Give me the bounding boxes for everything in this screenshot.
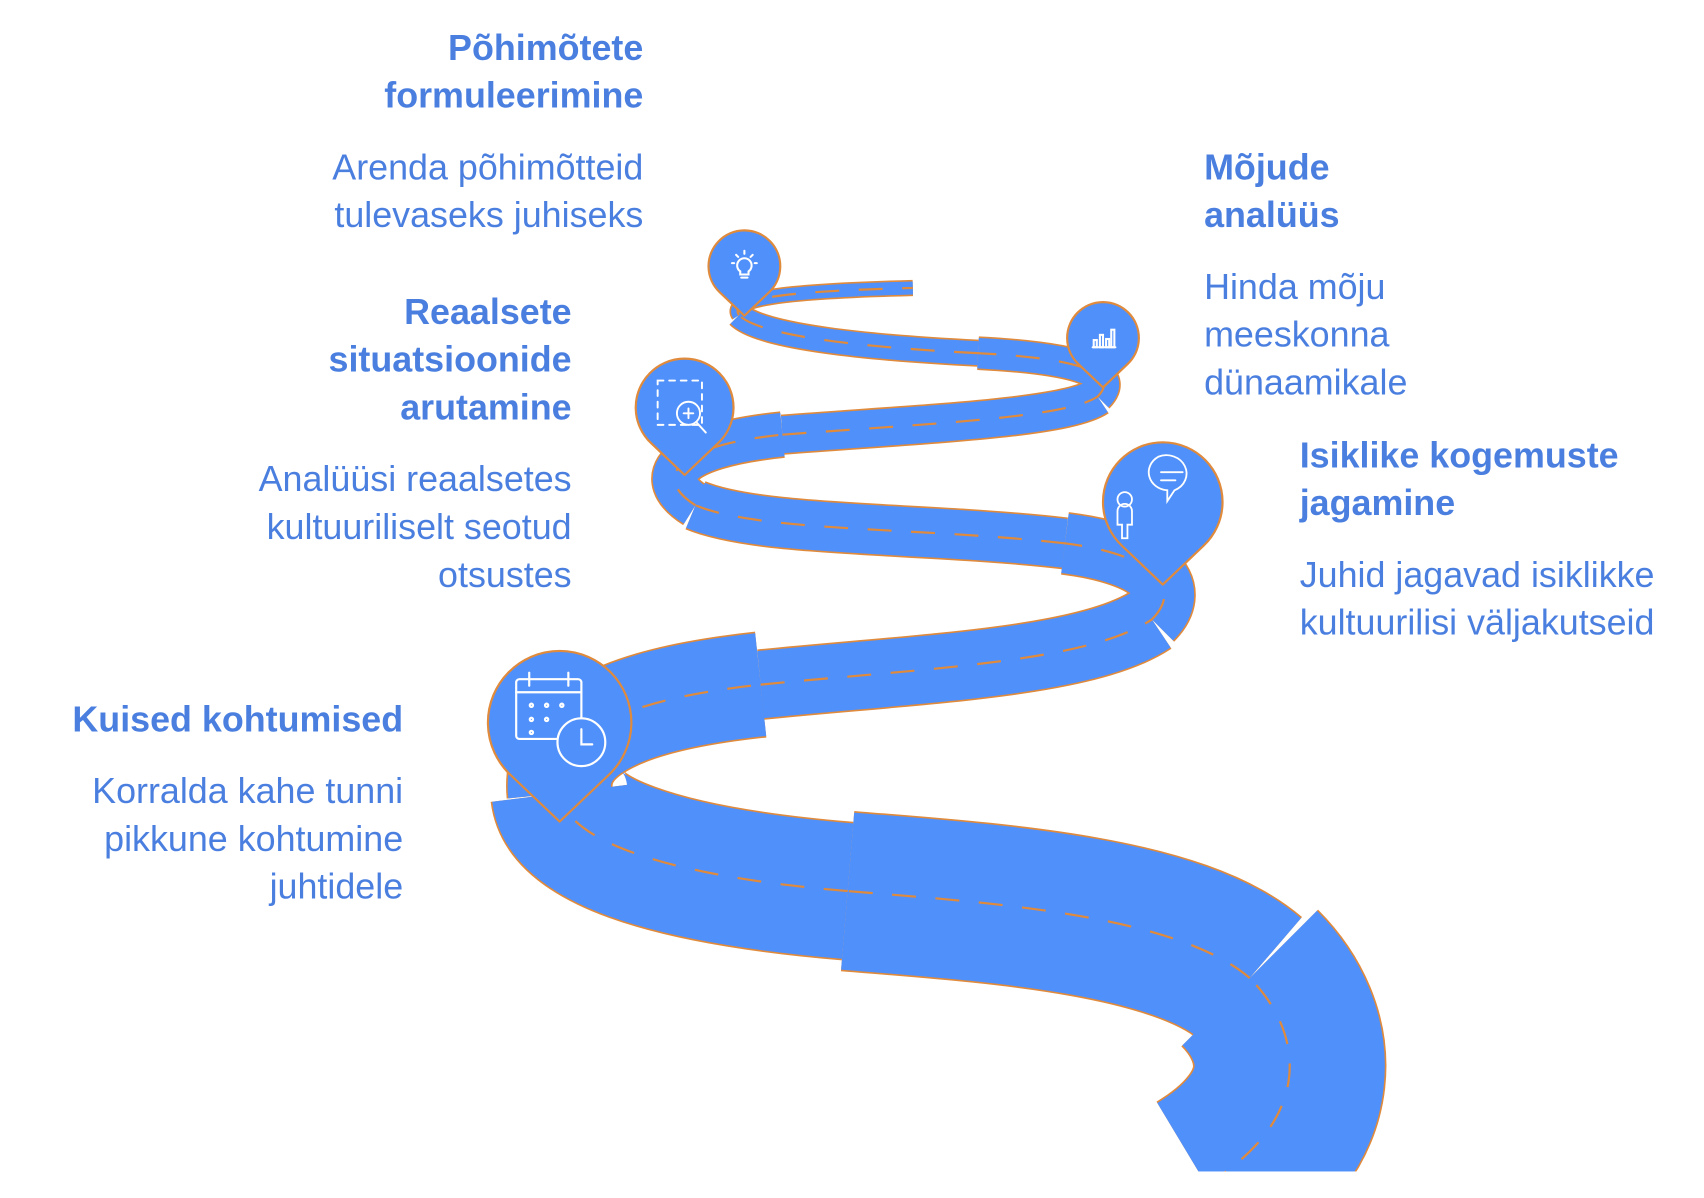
step-description: Juhid jagavad isiklikke kultuurilisi väl… (1299, 554, 1655, 643)
road-segment (757, 590, 1171, 719)
road-segment (492, 768, 854, 959)
step-description: Hinda mõju meeskonna dünaamikale (1204, 266, 1408, 403)
lightbulb-icon (730, 249, 758, 279)
road-segment (730, 305, 979, 366)
step-description: Korralda kahe tunni pikkune kohtumine ju… (92, 770, 404, 907)
zoom-in-icon (656, 379, 707, 434)
step-title: Mõjude analüüs (1204, 146, 1340, 235)
step-title: Isiklike kogemuste jagamine (1299, 434, 1619, 523)
step-sharing-experiences: Isiklike kogemuste jagamine Juhid jagava… (1300, 431, 1669, 646)
calendar-clock-icon (515, 671, 607, 768)
step-title: Kuised kohtumised (72, 698, 404, 739)
step-real-situations: Reaalsete situatsioonide arutamine Analü… (202, 288, 572, 599)
road-crop (0, 1171, 1704, 1198)
step-impact-analysis: Mõjude analüüs Hinda mõju meeskonna düna… (1204, 143, 1465, 406)
road-segment (841, 812, 1301, 1041)
step-description: Arenda põhimõtteid tulevaseks juhiseks (332, 146, 644, 235)
bar-chart-icon (1091, 328, 1117, 349)
step-monthly-meetings: Kuised kohtumised Korralda kahe tunni pi… (12, 695, 403, 910)
milestone-pin (634, 357, 735, 477)
step-title: Põhimõtete formuleerimine (384, 27, 644, 116)
milestone-pin (486, 649, 633, 823)
pin-marker (707, 229, 782, 317)
milestone-pin (707, 229, 782, 317)
person-speech-icon (1116, 454, 1188, 540)
milestone-pin (1066, 301, 1140, 389)
milestone-pin (1101, 441, 1224, 586)
step-description: Analüüsi reaalsetes kultuuriliselt seotu… (258, 458, 572, 595)
pin-marker (1101, 441, 1224, 586)
step-title: Reaalsete situatsioonide arutamine (328, 291, 572, 428)
road-segment (781, 380, 1108, 454)
step-principles: Põhimõtete formuleerimine Arenda põhimõt… (274, 24, 643, 239)
